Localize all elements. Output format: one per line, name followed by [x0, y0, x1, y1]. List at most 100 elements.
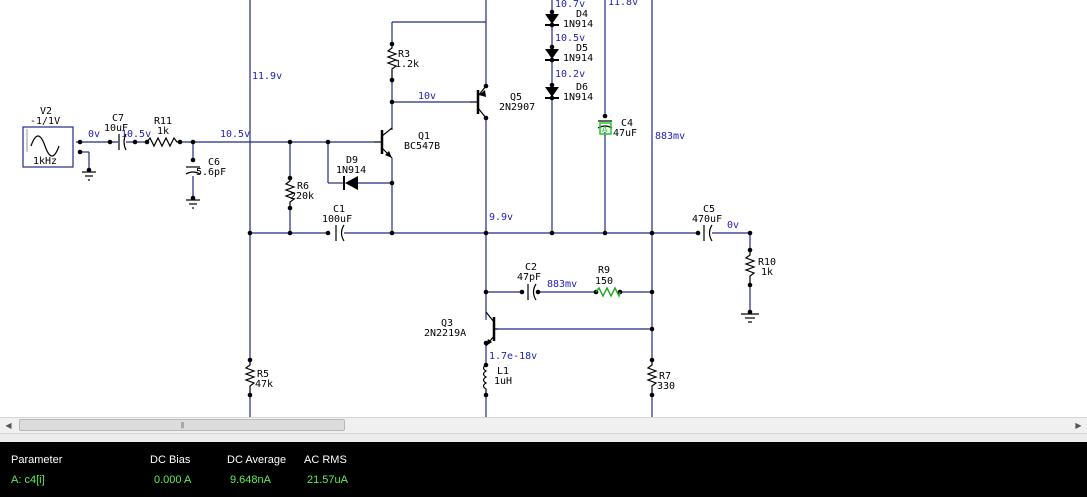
q3-name: Q3 — [441, 318, 453, 329]
r7-name: R7 — [659, 371, 671, 382]
voltage-label: 11.8v — [608, 0, 638, 8]
scrollbar-thumb[interactable]: ||| — [19, 419, 345, 431]
q5-value: 2N2907 — [499, 102, 535, 113]
c5-value: 470uF — [692, 214, 722, 225]
wires — [76, 0, 751, 417]
c5-capacitor[interactable]: C5 470uF — [692, 204, 722, 242]
voltage-label: 883mv — [655, 131, 685, 142]
c4-capacitor[interactable]: A C4 47uF — [597, 118, 637, 139]
header-dc-bias: DC Bias — [150, 454, 191, 466]
r5-resistor[interactable]: R5 47k — [244, 360, 273, 395]
r6-resistor[interactable]: R6 220k — [284, 178, 314, 207]
c7-value: 10uF — [104, 123, 128, 134]
c4-value: 47uF — [613, 128, 637, 139]
c6-capacitor[interactable]: C6 5.6pF — [185, 157, 226, 178]
header-ac-rms: AC RMS — [304, 454, 347, 466]
horizontal-scrollbar[interactable]: ◀ ||| ▶ — [0, 417, 1087, 434]
voltage-label: 10v — [418, 91, 436, 102]
d6-diode[interactable]: D6 1N914 — [545, 82, 593, 103]
r3-value: 1.2k — [395, 59, 419, 70]
r7-resistor[interactable]: R7 330 — [646, 360, 675, 395]
d5-diode[interactable]: D5 1N914 — [545, 43, 593, 64]
d9-diode[interactable]: D9 1N914 — [336, 155, 366, 190]
r3-name: R3 — [398, 49, 410, 60]
ground-icon — [186, 199, 200, 209]
r11-name: R11 — [154, 116, 172, 127]
results-panel: Parameter DC Bias DC Average AC RMS A: c… — [0, 442, 1087, 497]
q5-transistor[interactable]: Q5 2N2907 — [470, 85, 535, 119]
c1-value: 100uF — [322, 214, 352, 225]
r11-value: 1k — [157, 126, 169, 137]
c4-name: C4 — [621, 118, 633, 129]
voltage-label: 10.7v — [555, 0, 585, 10]
c1-name: C1 — [333, 204, 345, 215]
r10-name: R10 — [758, 257, 776, 268]
d9-value: 1N914 — [336, 165, 366, 176]
d6-name: D6 — [576, 82, 588, 93]
r9-resistor[interactable]: R9 150 — [595, 265, 621, 299]
voltage-label: 10.5v — [555, 33, 585, 44]
result-dc-average: 9.648nA — [230, 474, 271, 486]
v2-name: V2 — [40, 106, 52, 117]
header-parameter: Parameter — [11, 454, 63, 466]
r6-name: R6 — [297, 181, 309, 192]
q3-value: 2N2219A — [424, 328, 466, 339]
scroll-right-arrow-icon[interactable]: ▶ — [1075, 421, 1082, 430]
c5-name: C5 — [703, 204, 715, 215]
c2-name: C2 — [525, 262, 537, 273]
q5-name: Q5 — [510, 92, 522, 103]
result-parameter[interactable]: A: c4[i] — [11, 474, 45, 486]
result-dc-bias: 0.000 A — [154, 474, 192, 486]
r5-name: R5 — [257, 369, 269, 380]
r7-value: 330 — [657, 381, 675, 392]
r9-name: R9 — [598, 265, 610, 276]
l1-name: L1 — [497, 366, 509, 377]
voltage-label: 0v — [88, 129, 100, 140]
svg-text:A: A — [602, 125, 608, 134]
schematic-canvas[interactable]: V2 -1/1V 1kHz C7 10uF R11 1k C6 5.6pF — [0, 0, 1087, 417]
result-ac-rms: 21.57uA — [307, 474, 348, 486]
d9-name: D9 — [346, 155, 358, 166]
r10-value: 1k — [761, 267, 773, 278]
d4-value: 1N914 — [563, 19, 593, 30]
r6-value: 220k — [290, 191, 314, 202]
d6-value: 1N914 — [563, 92, 593, 103]
d5-value: 1N914 — [563, 53, 593, 64]
voltage-label: 10.5v — [220, 129, 250, 140]
voltage-label: 9.9v — [489, 212, 513, 223]
q1-value: BC547B — [404, 141, 440, 152]
d4-name: D4 — [576, 9, 588, 20]
circuit-diagram[interactable]: V2 -1/1V 1kHz C7 10uF R11 1k C6 5.6pF — [0, 0, 1087, 417]
c7-capacitor[interactable]: C7 10uF — [104, 113, 128, 151]
panel-divider[interactable] — [0, 434, 1087, 442]
voltage-label: 10.2v — [555, 69, 585, 80]
grip-icon: ||| — [180, 422, 184, 429]
r5-value: 47k — [255, 379, 273, 390]
header-dc-average: DC Average — [227, 454, 287, 466]
ground-icon — [82, 171, 96, 181]
v2-frequency: 1kHz — [33, 156, 57, 167]
c7-name: C7 — [112, 113, 124, 124]
voltage-label: 11.9v — [252, 71, 282, 82]
v2-value: -1/1V — [30, 116, 60, 127]
selection-marker — [599, 122, 612, 135]
voltage-label: 883mv — [547, 279, 577, 290]
q1-transistor[interactable]: Q1 BC547B — [374, 127, 440, 159]
r9-value: 150 — [595, 276, 613, 287]
r10-resistor[interactable]: R10 1k — [744, 250, 776, 285]
d4-diode[interactable]: D4 1N914 — [545, 9, 593, 30]
q3-transistor[interactable]: Q3 2N2219A — [424, 311, 498, 347]
c6-name: C6 — [208, 157, 220, 168]
c1-capacitor[interactable]: C1 100uF — [322, 204, 352, 242]
q1-name: Q1 — [418, 131, 430, 142]
r3-resistor[interactable]: R3 1.2k — [386, 44, 419, 83]
v2-source[interactable]: V2 -1/1V 1kHz — [22, 106, 74, 168]
r11-resistor[interactable]: R11 1k — [146, 116, 180, 148]
voltage-label: 10.5v — [121, 129, 151, 140]
voltage-label: 1.7e-18v — [489, 351, 537, 362]
c2-value: 47pF — [517, 272, 541, 283]
l1-inductor[interactable]: L1 1uH — [482, 364, 513, 395]
c2-capacitor[interactable]: C2 47pF — [517, 262, 541, 301]
d5-name: D5 — [576, 43, 588, 54]
scroll-left-arrow-icon[interactable]: ◀ — [5, 421, 12, 430]
